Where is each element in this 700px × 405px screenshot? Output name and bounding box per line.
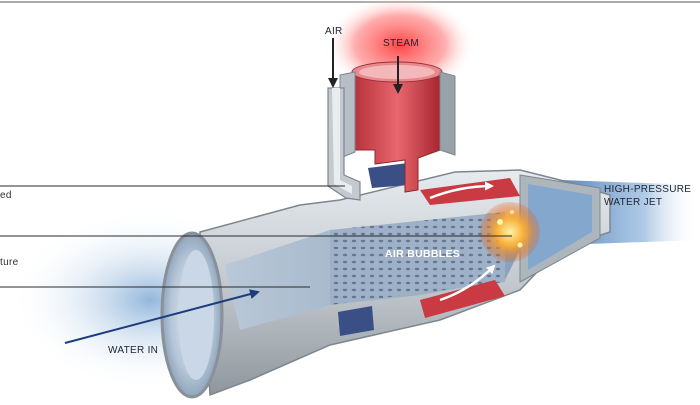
flash-spark <box>497 219 503 225</box>
steam-chamber-top <box>420 178 520 205</box>
steam-chamber-bottom <box>420 280 505 318</box>
air-pipe <box>327 87 361 201</box>
air-bubbles-label: AIR BUBBLES <box>385 248 461 260</box>
high-pressure-label-line2: WATER JET <box>604 197 663 208</box>
flash-spark <box>517 242 523 248</box>
cutoff-label-2: ture <box>0 257 19 268</box>
water-inlet-inner <box>178 250 214 380</box>
steam-flow-arrow-bottom <box>439 264 496 302</box>
air-chamber-bottom <box>338 306 374 336</box>
steam-flow-arrow-top <box>429 181 494 200</box>
high-pressure-label-line1: HIGH-PRESSURE <box>604 184 692 195</box>
air-bubble-holes <box>330 212 505 305</box>
air-label: AIR <box>325 26 343 37</box>
steam-label: STEAM <box>383 38 419 49</box>
mixing-flash <box>480 202 540 262</box>
air-chamber-top <box>368 163 408 188</box>
cutoff-label-1: ed <box>0 190 12 201</box>
flash-spark <box>510 210 514 214</box>
water-in-label: WATER IN <box>108 345 159 356</box>
water-in-arrow <box>64 289 260 344</box>
